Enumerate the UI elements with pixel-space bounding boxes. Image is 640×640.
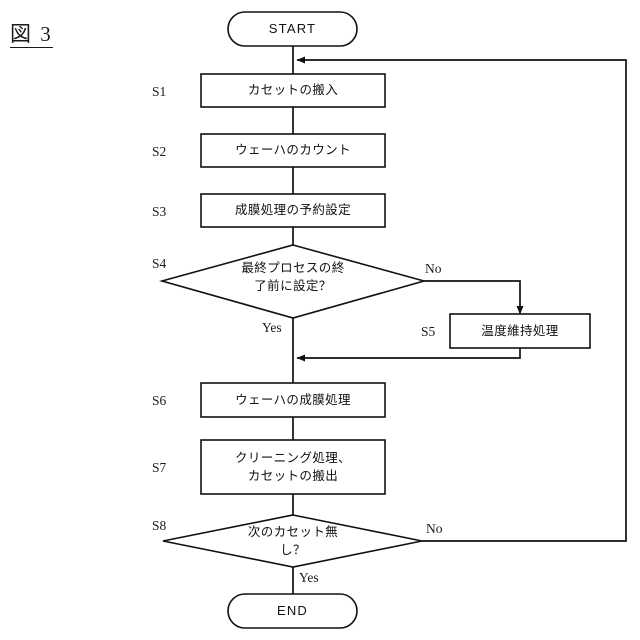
s6-process-shape — [200, 382, 386, 418]
branch-label-s4-no: No — [425, 261, 442, 276]
figure-title: 図 3 — [10, 22, 53, 49]
step-label-s3: S3 — [152, 204, 167, 219]
step-label-s6: S6 — [152, 393, 167, 408]
s2-process-shape — [200, 133, 386, 168]
s5-process-text: 温度維持処理 — [481, 323, 559, 338]
s1-process-shape — [200, 73, 386, 108]
step-label-s1: S1 — [152, 84, 167, 99]
s1-process-text: カセットの搬入 — [247, 83, 339, 98]
step-label-s2: S2 — [152, 144, 167, 159]
start-terminal-shape — [227, 11, 358, 47]
start-terminal-label: START — [268, 20, 317, 36]
branch-label-s8-no: No — [426, 521, 443, 536]
s6-process-text: ウェーハの成膜処理 — [235, 392, 351, 407]
connector-s5-to-spine — [296, 348, 521, 362]
end-terminal-label: END — [276, 602, 309, 618]
branch-label-s4-yes: Yes — [262, 320, 282, 335]
step-label-s4: S4 — [152, 256, 167, 271]
step-label-s7: S7 — [152, 460, 167, 475]
connector-s4-no-to-s5 — [424, 280, 524, 315]
s8-decision-shape — [162, 514, 423, 568]
s5-process-shape — [449, 313, 591, 349]
s2-process-text: ウェーハのカウント — [235, 143, 351, 158]
s4-decision-text: 最終プロセスの終 了前に設定？ — [241, 260, 345, 293]
step-label-s8: S8 — [152, 518, 167, 533]
s3-process-text: 成膜処理の予約設定 — [234, 203, 352, 218]
end-terminal-shape — [227, 593, 358, 629]
s3-process-shape — [200, 193, 386, 228]
s8-decision-text: 次のカセット無 し？ — [247, 524, 339, 557]
connector-s8-no-to-s1 — [296, 56, 627, 542]
s4-decision-shape — [159, 244, 427, 319]
s7-process-shape — [200, 439, 386, 495]
s7-process-text: クリーニング処理、 カセットの搬出 — [234, 450, 352, 483]
branch-label-s8-yes: Yes — [299, 570, 319, 585]
step-label-s5: S5 — [421, 324, 436, 339]
